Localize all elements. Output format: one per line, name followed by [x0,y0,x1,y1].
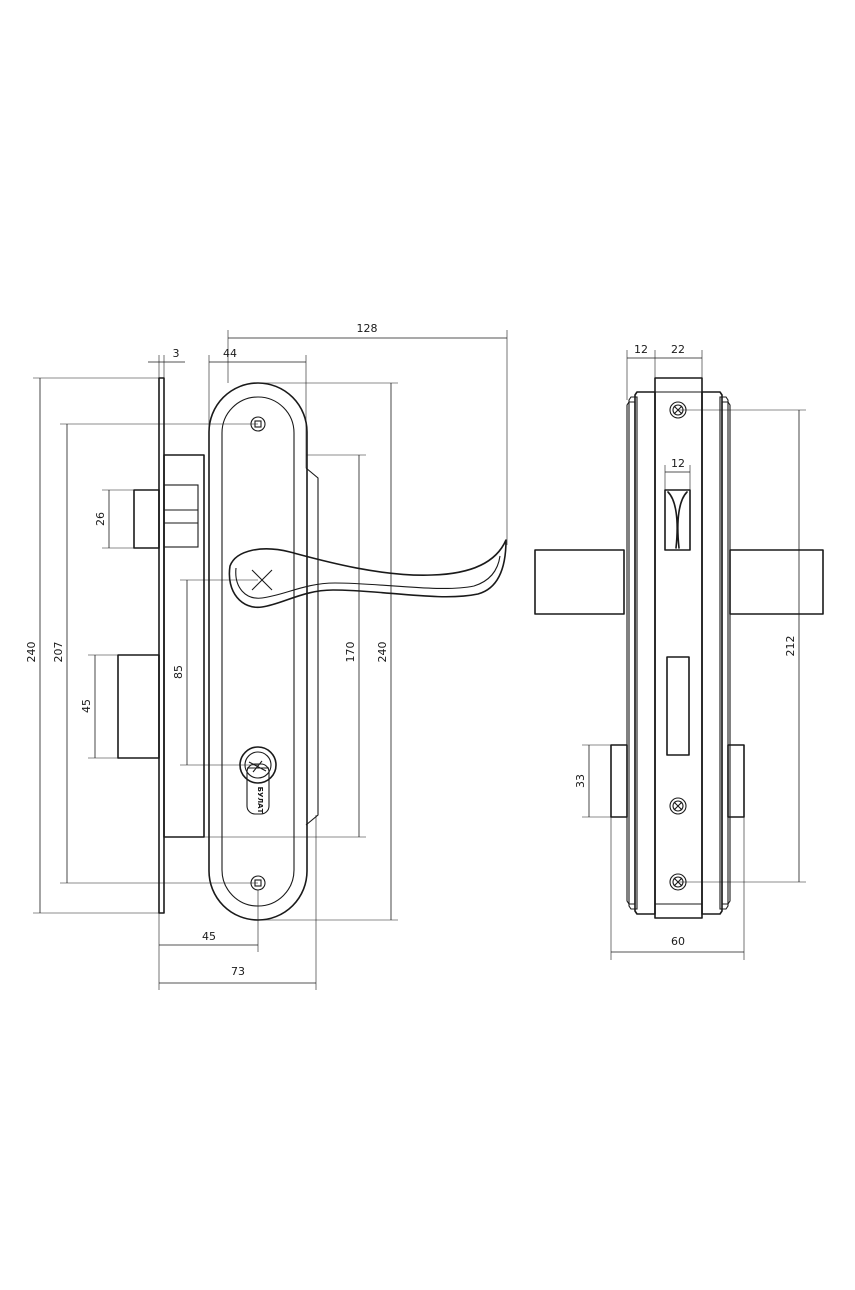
dimension-lines-side [582,350,806,960]
escutcheon-back [305,467,319,826]
deadbolt-slot [666,656,690,756]
cylinder-left [610,744,628,818]
dim-207: 207 [52,642,65,663]
latch-bolt [133,484,199,549]
dim-240-left: 240 [25,642,38,663]
dim-22: 22 [671,343,685,356]
dim-26: 26 [94,512,107,526]
side-screw-middle [669,797,687,815]
dim-60: 60 [671,935,685,948]
dim-128: 128 [357,322,378,335]
brand-label: БУЛАТ [256,787,264,814]
handle-plate-inner [221,396,295,907]
dim-45-bottom: 45 [202,930,216,943]
front-view: БУЛАТ [25,322,508,990]
side-view: 12 22 12 212 33 60 [534,343,824,960]
dim-12-top: 12 [634,343,648,356]
dim-44: 44 [223,347,237,360]
cylinder: БУЛАТ [239,746,277,815]
dim-240-right: 240 [376,642,389,663]
dim-85: 85 [172,665,185,679]
dead-bolt [117,654,160,759]
dimension-lines-front [33,330,508,990]
lock-body [163,454,205,838]
dim-170: 170 [344,642,357,663]
dim-212: 212 [784,636,797,657]
handle-plate-outer [208,382,308,921]
spindle-bar [534,549,824,615]
latch-window [664,489,691,551]
dim-12-slot: 12 [671,457,685,470]
dim-45-vertical: 45 [80,699,93,713]
side-plates-outer [634,391,656,915]
lever-handle [228,539,507,609]
side-lock-body [654,377,703,919]
dim-73: 73 [231,965,245,978]
dim-3: 3 [173,347,180,360]
dim-33: 33 [574,774,587,788]
side-plates-outer-right [701,391,723,915]
